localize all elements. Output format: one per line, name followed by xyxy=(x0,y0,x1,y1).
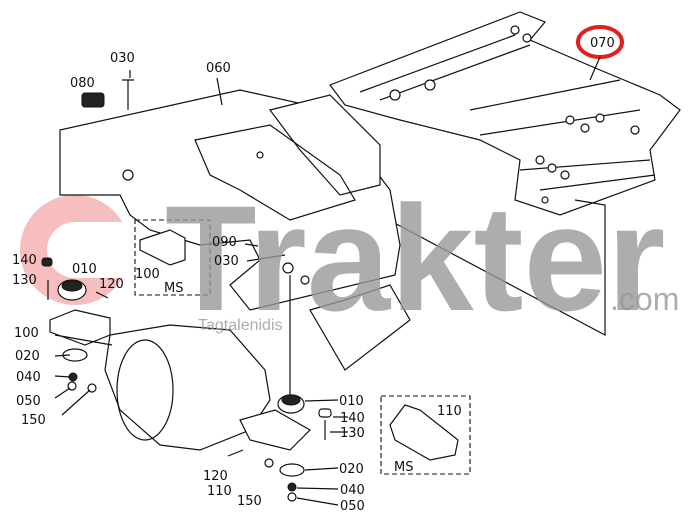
label-030-mid: 030 xyxy=(214,254,239,269)
bracket-110-alt xyxy=(389,404,459,461)
label-120-left: 120 xyxy=(99,277,124,292)
label-110-ms: 110 xyxy=(437,404,462,419)
label-110-right: 110 xyxy=(207,484,232,499)
label-100-ms: 100 xyxy=(135,267,160,282)
transmission-housing xyxy=(104,324,271,451)
leader-070 xyxy=(369,56,606,336)
ms-box-1 xyxy=(134,219,211,296)
bolt-030-top xyxy=(122,79,134,110)
label-140-right: 140 xyxy=(340,411,365,426)
label-120-right: 120 xyxy=(203,469,228,484)
label-030-top: 030 xyxy=(110,51,135,66)
right-mount-assembly xyxy=(227,275,332,502)
label-100-left: 100 xyxy=(14,326,39,341)
label-010-left: 010 xyxy=(72,262,97,277)
label-070: 070 xyxy=(590,36,615,51)
watermark-brand: Trakter xyxy=(165,174,665,342)
label-140-left: 140 xyxy=(12,253,37,268)
label-ms-1: MS xyxy=(164,281,183,296)
label-150-left: 150 xyxy=(21,413,46,428)
bracket-100-alt xyxy=(139,229,186,266)
pedal-pad-080 xyxy=(81,92,105,108)
label-130-right: 130 xyxy=(340,426,365,441)
watermark-logo xyxy=(20,195,135,305)
part-labels: 030 080 060 070 090 030 140 130 010 120 … xyxy=(12,36,615,514)
watermark-suffix: .com xyxy=(610,281,679,317)
label-090: 090 xyxy=(212,235,237,250)
leaders-top xyxy=(129,70,223,106)
label-060: 060 xyxy=(206,61,231,76)
label-040-left: 040 xyxy=(16,370,41,385)
watermark-tagline: Tagtalenidis xyxy=(198,317,283,334)
leader-lines xyxy=(54,243,348,506)
label-020-left: 020 xyxy=(15,349,40,364)
label-130-left: 130 xyxy=(12,273,37,288)
floor-mat-070 xyxy=(329,11,681,216)
label-150-right: 150 xyxy=(237,494,262,509)
label-ms-2: MS xyxy=(394,460,413,475)
label-080: 080 xyxy=(70,76,95,91)
ms-box-2 xyxy=(380,395,471,475)
label-050-right: 050 xyxy=(340,499,365,514)
label-050-left: 050 xyxy=(16,394,41,409)
floor-plate-060 xyxy=(59,89,411,371)
label-010-right: 010 xyxy=(339,394,364,409)
label-020-right: 020 xyxy=(339,462,364,477)
label-040-right: 040 xyxy=(340,483,365,498)
